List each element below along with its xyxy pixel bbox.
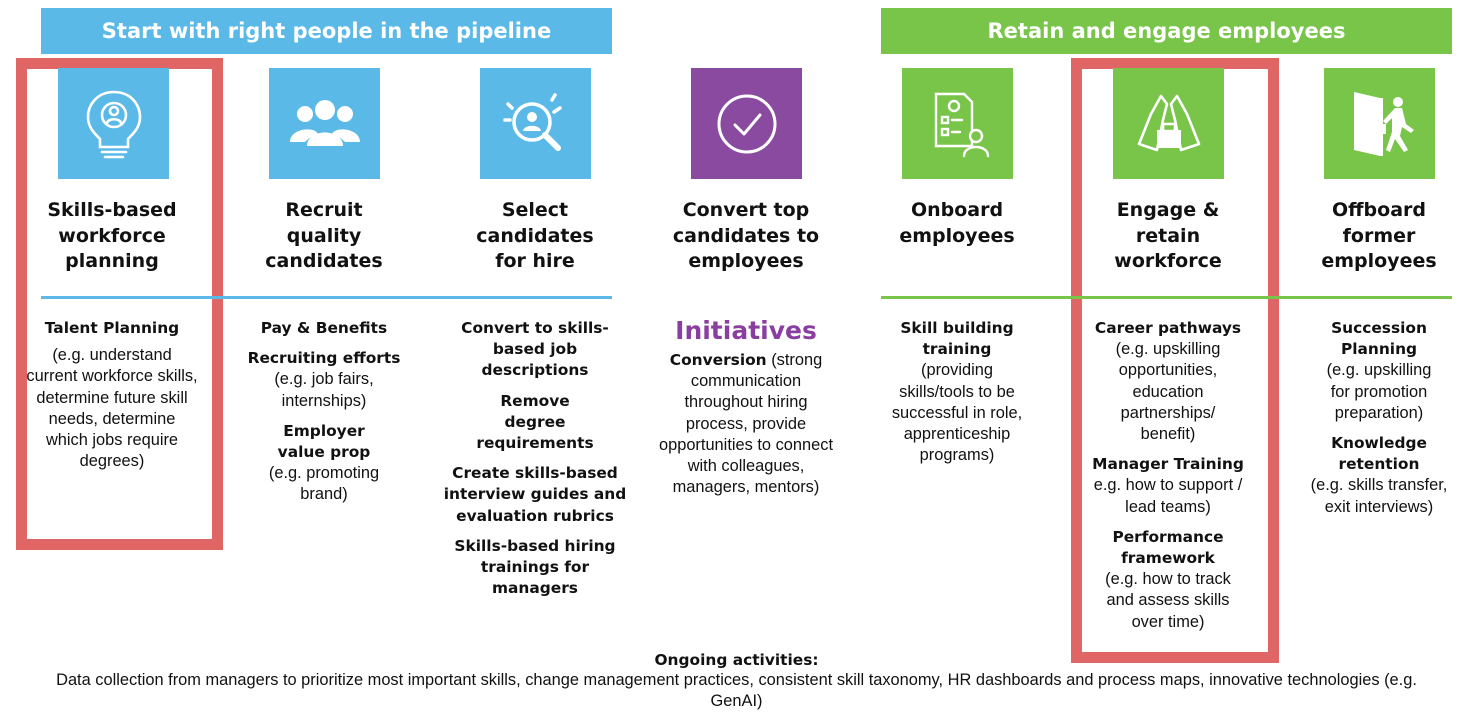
column-body-select: Convert to skills-based job descriptions… <box>443 319 627 598</box>
footer-title: Ongoing activities: <box>654 651 819 669</box>
high-five-briefcase-icon <box>1113 68 1224 179</box>
banner-retain: Retain and engage employees <box>881 8 1452 54</box>
column-body-offboard: Succession Planning (e.g. upskilling for… <box>1310 319 1448 516</box>
column-body-planning: Talent Planning (e.g. understand current… <box>26 319 198 471</box>
column-body-onboard: Skill building training (providing skill… <box>891 319 1023 465</box>
column-title-engage: Engage & retain workforce <box>1114 199 1222 272</box>
footer-text: Data collection from managers to priorit… <box>56 671 1417 710</box>
divider-blue-1 <box>41 296 208 299</box>
column-body-convert: Initiatives Conversion (strong communica… <box>641 316 851 498</box>
column-title-planning: Skills-based workforce planning <box>47 199 177 272</box>
column-title-convert: Convert top candidates to employees <box>672 199 820 272</box>
divider-green-1 <box>881 296 1071 299</box>
checkmark-circle-icon <box>691 68 802 179</box>
column-body-recruit: Pay & Benefits Recruiting efforts (e.g. … <box>247 319 401 504</box>
column-title-recruit: Recruit quality candidates <box>265 199 383 272</box>
divider-blue-2 <box>208 296 612 299</box>
magnifier-person-icon <box>480 68 591 179</box>
checklist-person-icon <box>902 68 1013 179</box>
highlight-box-planning <box>16 58 223 550</box>
people-group-icon <box>269 68 380 179</box>
highlight-box-engage <box>1071 58 1279 663</box>
initiatives-heading: Initiatives <box>675 316 817 345</box>
banner-pipeline: Start with right people in the pipeline <box>41 8 612 54</box>
column-title-offboard: Offboard former employees <box>1321 199 1437 272</box>
column-title-select: Select candidates for hire <box>476 199 594 272</box>
column-body-engage: Career pathways (e.g. upskilling opportu… <box>1092 319 1244 631</box>
conversion-text: Conversion (strong communication through… <box>658 351 834 497</box>
column-title-onboard: Onboard employees <box>899 199 1015 247</box>
lightbulb-person-icon <box>58 68 169 179</box>
divider-green-2 <box>1071 296 1452 299</box>
exit-door-person-icon <box>1324 68 1435 179</box>
